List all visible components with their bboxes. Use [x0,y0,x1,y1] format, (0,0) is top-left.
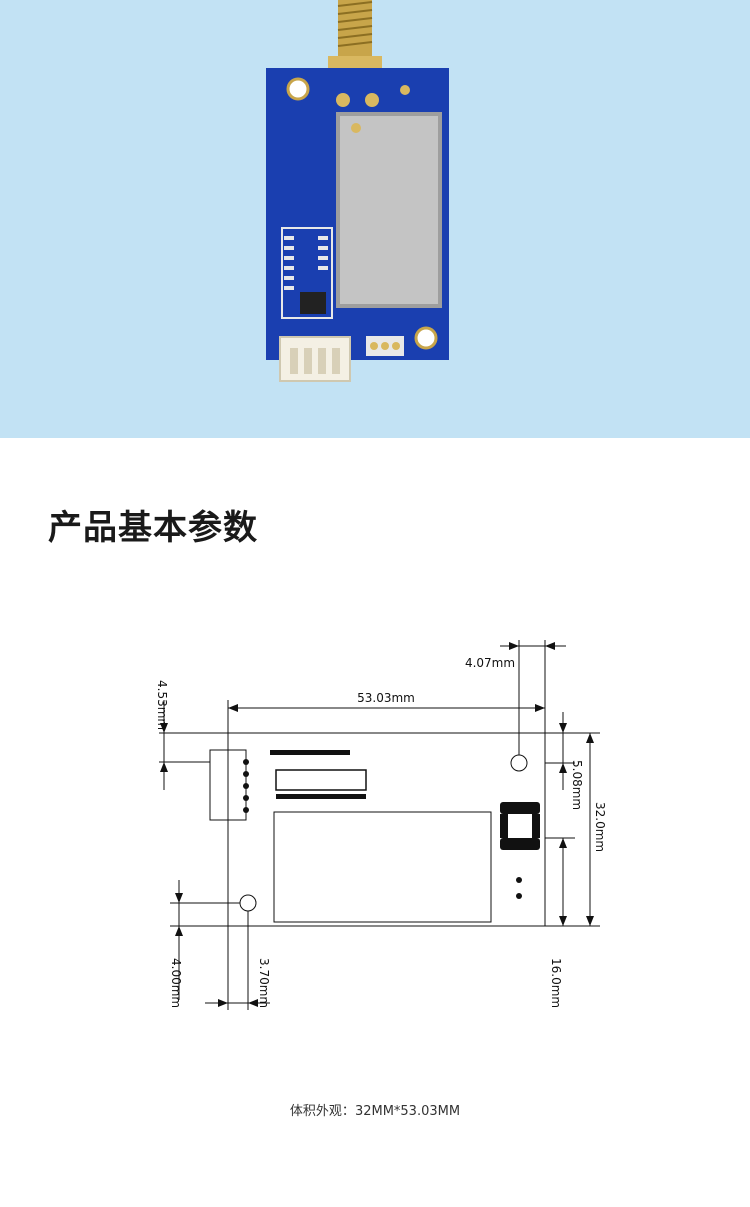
dim-bottom-offset: 4.00mm [169,958,183,1008]
shield-can [340,116,438,304]
product-photo [0,0,750,438]
dim-hole-left: 3.70mm [257,958,271,1008]
dim-hole-top: 5.08mm [570,760,584,810]
caption-label: 体积外观： [289,1104,355,1119]
dim-hole-right: 4.07mm [465,656,515,670]
dimension-drawing: 53.03mm 4.07mm 4.53mm 4.00mm 3.70mm 5.08… [155,640,607,1010]
size-caption: 体积外观：32MM*53.03MM [0,1100,750,1119]
dim-width: 32.0mm [593,802,607,852]
caption-value: 32MM*53.03MM [354,1104,461,1119]
section-title: 产品基本参数 [48,508,258,548]
rf-module-illustration [266,0,449,382]
dim-top-offset: 4.53mm [155,680,169,730]
antenna-connector [338,0,372,62]
dim-hole-lower: 16.0mm [549,958,563,1008]
dim-length: 53.03mm [357,691,415,705]
